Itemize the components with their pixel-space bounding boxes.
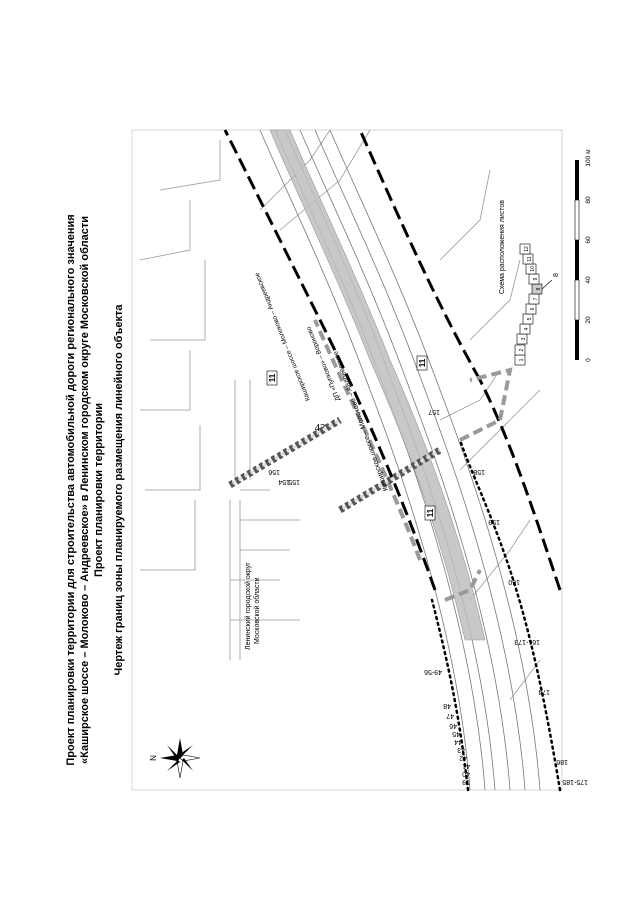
scheme-sheet: 4 [524,327,530,330]
point-label: 174 [538,688,550,695]
point-labels-right: 154 155 156 157 158 159 160 161-173 174 … [268,408,568,765]
title-line-2: «Каширское шоссе – Молоково – Андреевско… [79,216,91,764]
point-label: 46 [449,722,457,729]
crossing-band [228,416,442,514]
point-label: 157 [428,408,440,415]
scheme-sheet: 12 [524,246,530,252]
point-label: 39 [462,778,470,785]
zone-marker: 11 [426,508,435,517]
scheme-sheet: 7 [533,297,539,300]
point-boundary [430,438,562,792]
scale-tick: 40 [585,276,592,284]
point-label: 42 [459,754,467,761]
scheme-sheet: 6 [530,307,536,310]
scheme-sheet: 2 [519,348,525,351]
background-plots [139,129,541,701]
point-label: 44 [454,738,462,745]
scheme-sheet: 1 [519,358,525,361]
sheet-scheme: Схема расположения листов 1 2 3 4 [499,200,560,366]
scheme-sheet: 10 [530,266,536,272]
point-label: 48 [443,702,451,709]
scale-tick: 60 [585,236,592,244]
road-label-secondary: Каширское шоссе – Молоково – Андреевское [254,271,312,402]
scheme-sheet: 5 [527,317,533,320]
point-label: 186 [556,758,568,765]
north-arrow: N [149,738,201,779]
scale-bar: 0 20 40 60 80 100 м [574,149,592,362]
road-lanes [259,129,541,791]
scheme-current-sheet: 8 [553,273,560,277]
point-label: 45 [452,730,460,737]
district-label-1: Ленинский городской округ [244,562,252,650]
point-label: 158 [473,468,485,475]
title-line-1: Проект планировки территории для строите… [65,214,77,765]
point-label: 40 [462,770,470,777]
scale-tick: 80 [585,196,592,204]
scheme-sheet: 3 [521,337,527,340]
point-label: 49-56 [424,668,442,675]
map-drawing: Проект планировки территории для строите… [65,129,592,792]
point-label: 155 [288,478,300,485]
zone-markers: 11 11 11 [266,355,436,521]
point-label: 175-185 [562,778,588,785]
scheme-sheet: 8 [536,287,542,290]
scale-tick: 100 м [585,149,592,167]
north-label: N [149,755,158,761]
scale-tick: 20 [585,316,592,324]
zone-outline [313,319,513,602]
map-sheet: Проект планировки территории для строите… [40,100,600,820]
scheme-title: Схема расположения листов [499,200,506,294]
point-label: 41 [462,762,470,769]
point-label: 43 [457,746,465,753]
district-label-2: Московской области [253,577,261,644]
point-label: 160 [508,578,520,585]
zone-boundary [223,129,562,591]
map-frame [131,129,563,791]
scheme-sheet: 11 [527,256,533,261]
scale-tick: 0 [585,358,592,362]
point-label: 154 [278,478,290,485]
point-label: 159 [488,518,500,525]
zone-marker: 11 [268,373,277,382]
title-line-3: Проект планировки территории [93,403,105,577]
point-label: 47 [446,712,454,719]
point-labels-left: 39 40 41 42 43 44 45 46 47 48 49-56 175-… [424,668,588,785]
title-line-4: Чертеж границ зоны планируемого размещен… [113,304,125,676]
point-label: 156 [268,468,280,475]
point-label: 161-173 [514,638,540,645]
scheme-sheet: 9 [533,277,539,280]
zone-marker: 11 [418,358,427,367]
